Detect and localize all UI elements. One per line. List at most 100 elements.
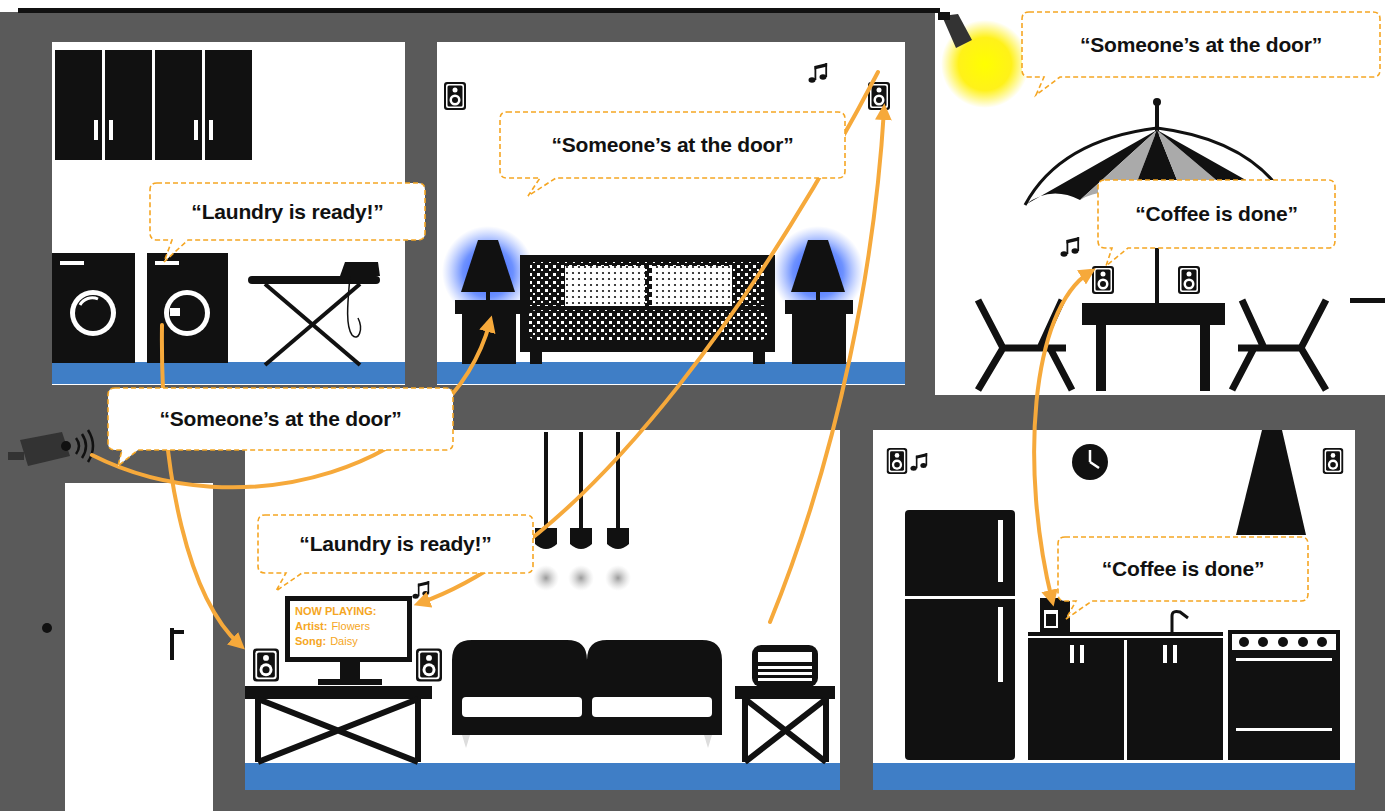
kitchen — [1278, 637, 1288, 647]
bubble-text: “Someone’s at the door” — [160, 407, 402, 431]
washing-machines — [60, 261, 84, 265]
laundry-cabinets — [55, 50, 102, 160]
radio-table — [758, 672, 812, 675]
patio-furniture — [1232, 300, 1326, 390]
lounge-lamps — [442, 226, 864, 364]
kitchen — [1090, 450, 1099, 468]
rooms — [245, 430, 840, 790]
speakers — [1323, 448, 1343, 474]
bubble-outline — [150, 183, 425, 266]
pendant-lights — [568, 565, 594, 591]
signal-arrows — [770, 110, 884, 622]
speakers — [1092, 266, 1114, 294]
rooms — [52, 42, 405, 385]
ironing-board — [265, 284, 360, 365]
ironing-board — [248, 276, 380, 284]
bubble-outline — [1058, 537, 1308, 627]
bubble-outline — [500, 112, 845, 204]
kitchen — [1124, 640, 1127, 760]
kitchen — [1072, 444, 1108, 480]
washing-machines — [164, 290, 210, 336]
speech-bubble: “Laundry is ready!” — [258, 515, 533, 573]
patio-umbrella — [1153, 98, 1161, 106]
kitchen — [1040, 598, 1070, 633]
laundry-cabinets — [194, 120, 198, 140]
washing-machines — [155, 261, 179, 265]
radio-table — [735, 645, 835, 762]
security-camera — [8, 452, 24, 460]
screen-text: Artist: — [295, 620, 327, 632]
tv-stand — [258, 699, 418, 762]
lounge-sofa — [753, 352, 765, 364]
speakers — [416, 648, 442, 681]
pendant-lights — [533, 565, 559, 591]
screen-text: Daisy — [330, 635, 358, 647]
living-sofa — [462, 697, 582, 717]
kitchen — [1172, 612, 1188, 633]
kitchen — [1232, 634, 1336, 650]
speakers — [1178, 266, 1200, 294]
speech-bubble: “Someone’s at the door” — [500, 112, 845, 178]
radio-table — [823, 699, 829, 762]
kitchen — [905, 430, 1340, 760]
bubble-outline — [258, 515, 533, 591]
speech-bubble: “Someone’s at the door” — [1022, 12, 1380, 77]
security-camera — [61, 441, 71, 451]
kitchen — [1028, 636, 1223, 638]
kitchen — [998, 520, 1003, 582]
tv-stand — [245, 686, 432, 699]
living-sofa — [592, 697, 712, 717]
speech-bubble: “Someone’s at the door” — [108, 388, 453, 450]
kitchen — [1044, 610, 1058, 628]
kitchen — [1236, 658, 1332, 661]
speech-bubble: “Laundry is ready!” — [150, 183, 425, 240]
walls — [1350, 298, 1385, 303]
security-camera — [20, 432, 70, 466]
living-sofa — [452, 640, 722, 748]
bubble-outline — [258, 515, 533, 599]
lounge-sofa — [520, 255, 775, 352]
music-notes — [412, 581, 429, 599]
porch-light — [938, 12, 950, 20]
kitchen — [1080, 645, 1084, 663]
bubble-outline — [500, 112, 845, 196]
front-door — [170, 630, 184, 634]
pendant-lights — [533, 432, 631, 591]
rooms — [437, 42, 905, 385]
bubble-outline — [1098, 180, 1335, 274]
laundry-cabinets — [209, 120, 213, 140]
walls — [0, 12, 1385, 811]
radio-table — [758, 666, 812, 669]
pendant-lights — [605, 565, 631, 591]
bubble-text: “Coffee is done” — [1135, 202, 1297, 226]
living-sofa — [704, 735, 712, 748]
rooms — [873, 430, 1355, 790]
bubble-outline — [108, 388, 453, 476]
laundry-cabinets — [94, 120, 98, 140]
kitchen — [1317, 637, 1327, 647]
kitchen — [1046, 614, 1056, 626]
bubble-text: “Coffee is done” — [1102, 557, 1264, 581]
rooms — [52, 42, 1355, 790]
screen-text: NOW PLAYING: — [295, 605, 377, 617]
pendant-lights — [579, 432, 583, 530]
ironing-board — [265, 284, 360, 365]
tv-stand — [340, 660, 360, 680]
speech-bubble: “Coffee is done” — [1098, 180, 1335, 248]
music-notes — [1061, 237, 1080, 257]
tv-screen: NOW PLAYING:Artist:FlowersSong:Daisy — [285, 596, 412, 662]
bubble-outline — [1022, 12, 1380, 95]
screen-line: Song:Daisy — [295, 634, 402, 649]
patio-furniture — [1096, 325, 1106, 391]
rooms — [873, 763, 1355, 790]
tv-stand — [255, 699, 261, 762]
lounge-lamps — [792, 314, 846, 364]
rooms — [52, 362, 405, 384]
security-camera — [76, 430, 93, 462]
washing-machines — [52, 253, 228, 363]
bubble-outline — [1022, 12, 1380, 103]
washing-machines — [80, 298, 98, 305]
laundry-cabinets — [105, 50, 152, 160]
pendant-lights — [570, 528, 592, 549]
